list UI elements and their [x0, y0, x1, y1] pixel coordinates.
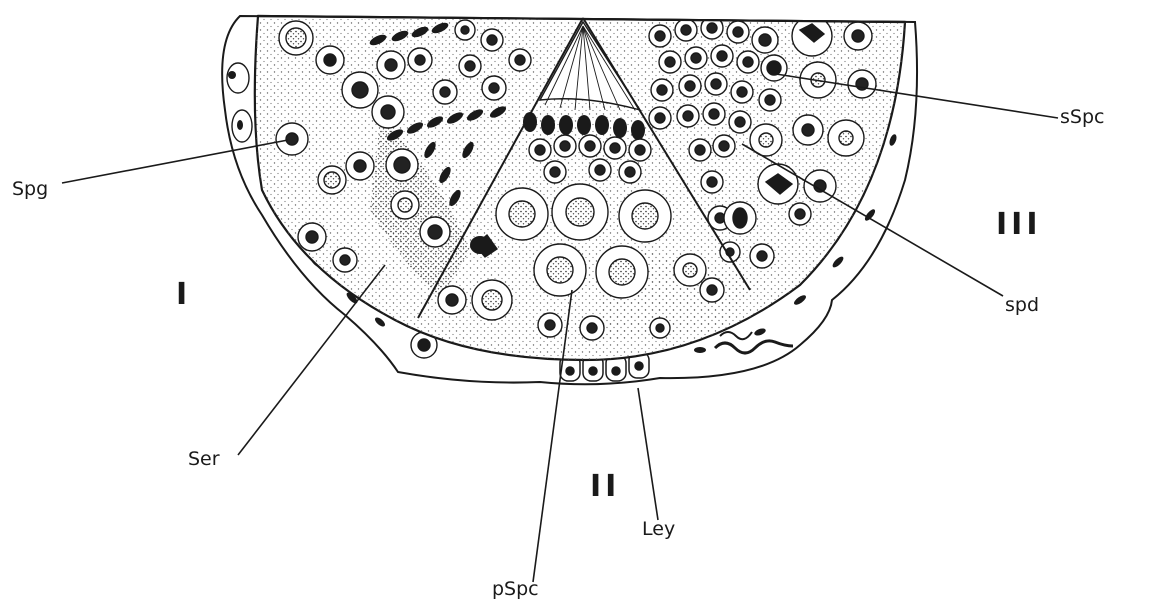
- sector-label-one: I: [176, 280, 191, 310]
- label-pspc: pSpc: [492, 580, 539, 599]
- label-ser: Ser: [188, 450, 220, 469]
- label-spg: Spg: [12, 180, 48, 199]
- sector-label-two: II: [590, 472, 620, 502]
- label-spd: spd: [1005, 296, 1039, 315]
- label-ley: Ley: [642, 520, 675, 539]
- sector-label-three: III: [996, 210, 1042, 240]
- label-sspc: sSpc: [1060, 108, 1104, 127]
